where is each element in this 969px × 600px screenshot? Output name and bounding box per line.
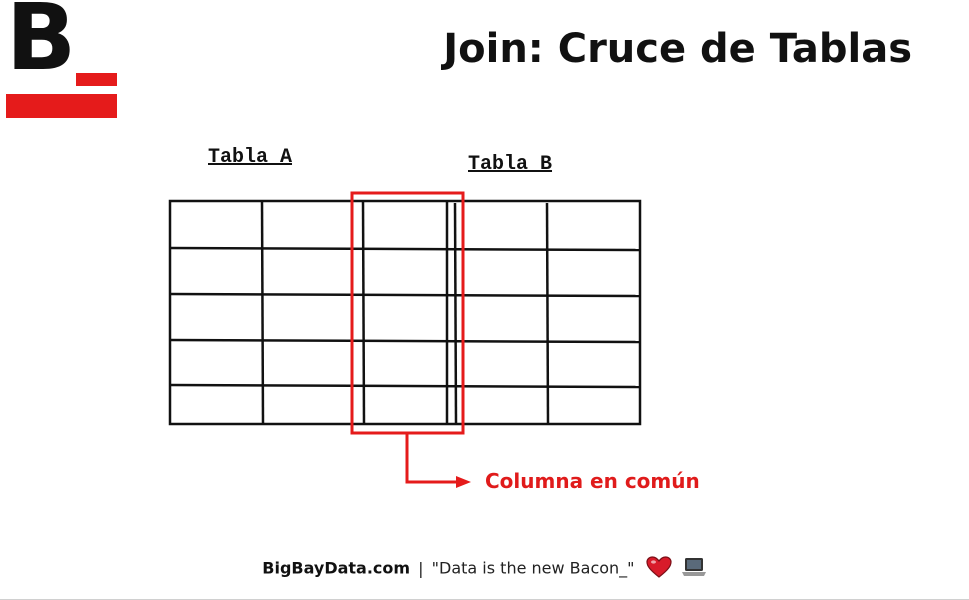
row-divider-1 [169,246,641,252]
common-column-label: Columna en común [485,469,700,493]
pointer-line [405,433,460,484]
logo-letter: B [6,0,76,91]
col-divider-b2 [545,202,550,425]
col-divider-b1 [453,202,458,425]
footer-separator: | [418,558,424,578]
heart-icon [646,556,672,582]
page-title: Join: Cruce de Tablas [443,26,912,72]
col-divider-a1 [260,200,265,425]
logo-underscore [76,73,117,86]
table-outline [168,199,642,426]
table-a-label: Tabla A [208,146,293,169]
joined-table-grid [168,199,642,426]
brand-logo: B [6,0,118,118]
table-b-label: Tabla B [468,153,553,176]
footer-site: BigBayData.com [262,558,411,578]
laptop-icon [681,557,707,581]
pointer-arrowhead [456,476,471,488]
logo-bar [6,94,117,118]
row-divider-4 [169,383,641,389]
footer-tagline: "Data is the new Bacon_" [431,558,635,578]
footer: BigBayData.com | "Data is the new Bacon_… [0,556,969,582]
row-divider-2 [169,292,641,298]
col-divider-a2 [361,200,366,425]
row-divider-3 [169,338,641,344]
